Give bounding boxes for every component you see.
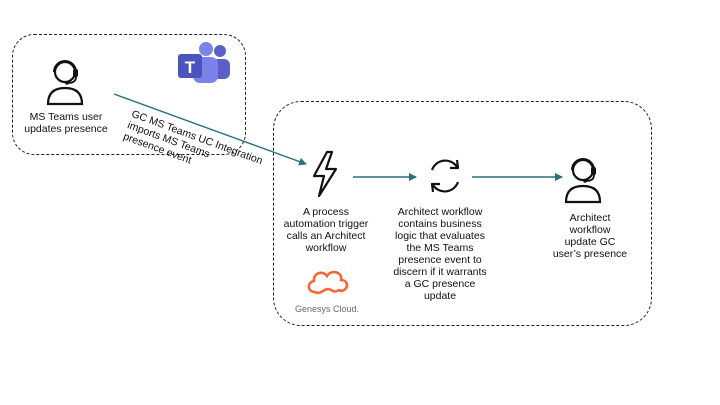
ms-teams-group-box: [12, 34, 246, 155]
update-presence-label: Architect workflow update GC user’s pres…: [552, 212, 628, 260]
genesys-cloud-logo: [307, 270, 349, 295]
lightning-bolt-icon: [312, 150, 338, 198]
refresh-cycle-icon: [430, 159, 460, 193]
architect-workflow-label: Architect workflow contains business log…: [393, 206, 487, 302]
microsoft-teams-logo: T: [178, 42, 230, 83]
ms-teams-user-label: MS Teams user updates presence: [24, 111, 108, 135]
genesys-cloud-group-box: [273, 101, 652, 326]
user-headset-icon: [46, 60, 84, 106]
genesys-cloud-wordmark: Genesys Cloud.: [294, 304, 360, 314]
process-trigger-label: A process automation trigger calls an Ar…: [283, 206, 369, 254]
teams-logo-letter: T: [185, 58, 196, 77]
user-headset-icon: [564, 158, 602, 204]
integration-arrow: [113, 93, 307, 166]
